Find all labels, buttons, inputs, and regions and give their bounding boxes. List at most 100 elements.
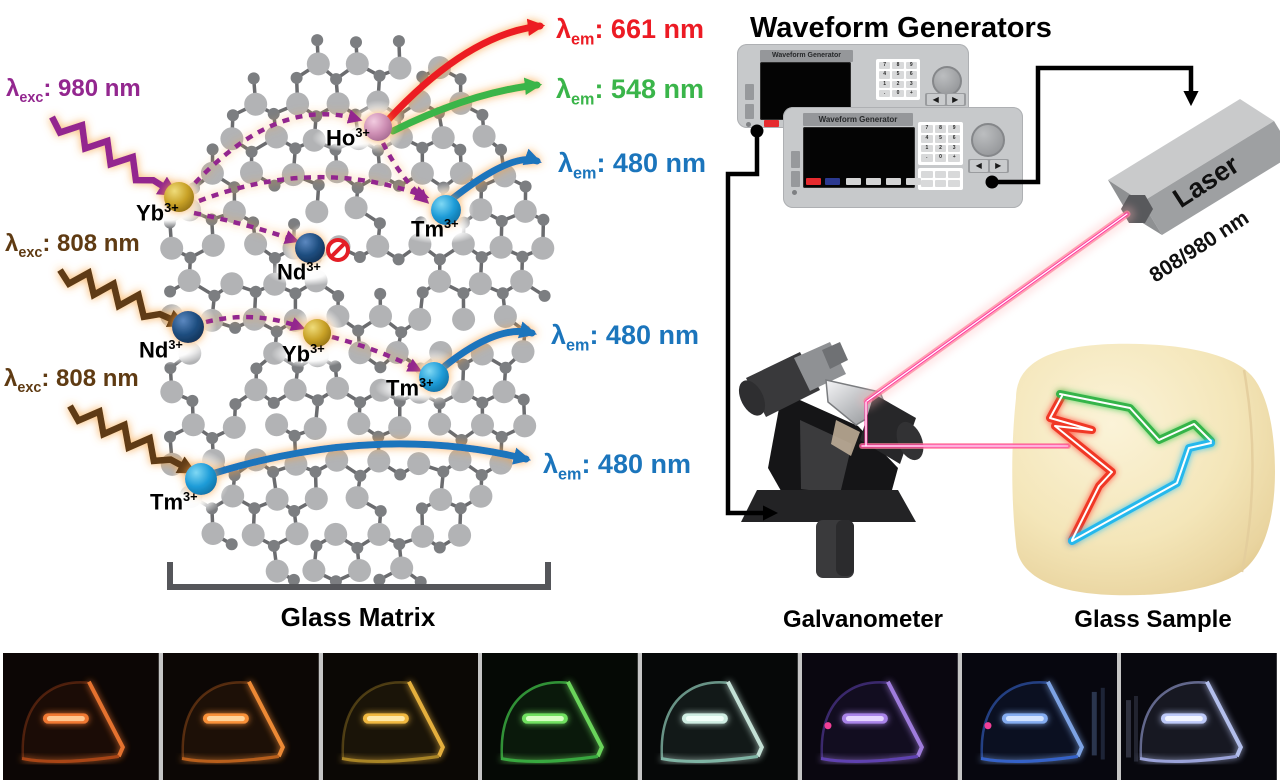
gray-button: [886, 178, 901, 185]
ion-nd-1: [295, 233, 325, 263]
side-button: [791, 151, 800, 168]
keypad-button-7: 7: [879, 62, 891, 70]
ion-label-tm-1: Tm3+: [411, 216, 459, 242]
ion-ho: [364, 113, 392, 141]
keypad-button-1: 1: [921, 144, 933, 153]
red-button: [764, 120, 779, 127]
left-arrow-button: ◀: [927, 94, 945, 105]
right-arrow-button: ▶: [946, 94, 964, 105]
emission-480-arrow-3: [211, 440, 532, 477]
generator-knob: [932, 66, 962, 96]
keypad-button-2: 2: [892, 80, 904, 88]
glass-sample: [1012, 343, 1275, 596]
lambda-glyph: λ: [551, 320, 567, 350]
generator-arrow-buttons: ◀▶: [925, 93, 966, 106]
transfer-yb-ho: [193, 109, 363, 185]
photo-panel-1: [3, 653, 159, 780]
lambda-glyph: λ: [558, 148, 574, 178]
ion-tm-1: [431, 195, 461, 225]
keypad-button-+: +: [905, 89, 917, 97]
sample-photo-strip: [3, 653, 1277, 780]
generator-knob: [971, 123, 1005, 157]
bird-drawing: [1046, 390, 1215, 545]
keypad-button-5: 5: [934, 134, 947, 143]
ion-label-yb-1: Yb3+: [136, 200, 179, 226]
keypad-button-4: 4: [879, 71, 891, 79]
glass-matrix-bracket: [167, 562, 551, 590]
emission-label-548nm: λem: 548 nm: [556, 74, 704, 109]
keypad-button-.: .: [921, 154, 933, 162]
ion-spheres: [164, 113, 461, 495]
ion-tm-2: [419, 362, 449, 392]
generator-arrow-buttons: ◀▶: [968, 159, 1009, 173]
gray-button: [866, 178, 881, 185]
gray-button: [906, 178, 921, 185]
emission-label-661nm: λem: 661 nm: [556, 14, 704, 49]
emission-arrows: [211, 18, 546, 477]
ion-label-yb-2: Yb3+: [282, 341, 325, 367]
ion-yb-2: [303, 319, 331, 347]
generator-title: Waveform Generator: [760, 50, 853, 62]
photo-panel-5: [642, 653, 798, 780]
function-button: [921, 180, 933, 187]
generator-screen: [803, 127, 915, 188]
photo-panel-6: [801, 653, 958, 780]
ion-label-nd-1: Nd3+: [277, 259, 321, 285]
galvo-base: [741, 490, 916, 522]
gray-button: [846, 178, 861, 185]
photo-panel-8: [1121, 653, 1277, 780]
keypad-button-9: 9: [948, 125, 960, 133]
galvanometer-caption: Galvanometer: [782, 606, 944, 633]
excitation-980-arrow: [49, 115, 180, 197]
laser-beam: [855, 206, 1135, 453]
keypad-button-6: 6: [948, 134, 960, 143]
side-indicator: [792, 190, 797, 195]
photo-panel-4: [482, 653, 638, 780]
generator-title: Waveform Generator: [803, 113, 913, 126]
lambda-glyph: λ: [6, 75, 20, 102]
excitation-808-arrow-1: [57, 267, 187, 328]
emission-480-arrow-2: [441, 321, 538, 370]
lambda-glyph: λ: [556, 14, 572, 44]
ion-nd-2: [172, 311, 204, 343]
generator-function-buttons: [918, 168, 963, 190]
keypad-button-1: 1: [879, 80, 891, 88]
left-arrow-button: ◀: [970, 160, 988, 172]
photo-panel-3: [322, 653, 479, 780]
photo-panel-2: [162, 653, 319, 780]
ion-tm-3: [185, 463, 217, 495]
keypad-button-9: 9: [905, 62, 917, 70]
side-indicator: [746, 122, 751, 127]
ion-yb-1: [164, 182, 194, 212]
lambda-glyph: λ: [556, 74, 572, 104]
emission-480-arrow-1: [448, 148, 542, 203]
keypad-button-8: 8: [934, 125, 947, 133]
keypad-button-6: 6: [905, 71, 917, 79]
emission-661-arrow: [385, 18, 546, 123]
excitation-label-808nm-1: λexc: 808 nm: [5, 230, 140, 261]
excitation-arrows: [49, 115, 197, 474]
glass-sample-caption: Glass Sample: [1074, 606, 1232, 633]
keypad-button-4: 4: [921, 134, 933, 143]
emission-548-arrow: [389, 77, 543, 135]
side-button: [745, 104, 754, 119]
red-button: [806, 178, 821, 185]
keypad-button-0: 0: [934, 154, 947, 162]
ion-label-nd-2: Nd3+: [139, 337, 183, 363]
keypad-button-3: 3: [948, 144, 960, 153]
excitation-808-arrow-2: [67, 404, 197, 474]
function-button: [934, 171, 947, 178]
function-button: [948, 171, 960, 178]
blue-button: [825, 178, 840, 185]
keypad-button-.: .: [879, 89, 891, 97]
transfer-yb-tm: [198, 175, 430, 204]
emission-label-480nm-1: λem: 480 nm: [558, 148, 706, 183]
transfer-yb2-tm: [331, 334, 423, 372]
glass-matrix-network: [160, 34, 555, 588]
keypad-button-0: 0: [892, 89, 904, 97]
